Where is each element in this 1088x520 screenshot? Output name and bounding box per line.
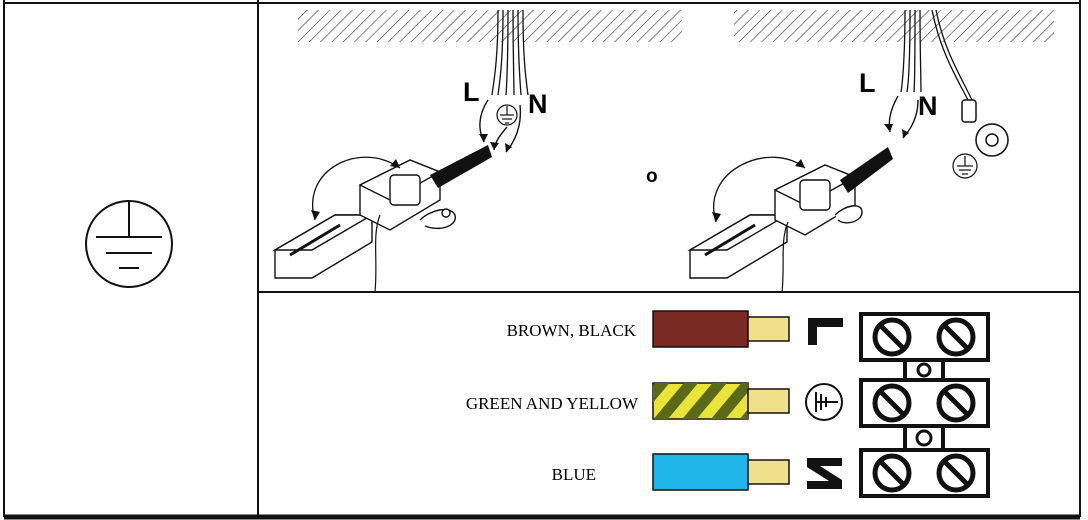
ceiling-hatch [734,10,1054,42]
wire-tip [747,316,790,342]
wire-tip [747,388,790,414]
wire-tip [747,459,790,485]
phase-symbol [808,318,843,345]
wire-label-green-yellow: GREEN AND YELLOW [466,394,639,413]
wire-stripes [653,383,748,419]
wire-color-legend: BROWN, BLACK GREEN AND YELLOW BLUE [466,310,843,491]
table-grid [3,0,1081,520]
wire-brown [652,310,749,348]
or-text: o [646,166,658,187]
protective-earth-icon [85,200,173,288]
earth-icon [952,153,978,179]
neutral-symbol [807,458,842,489]
phase-label: L [463,77,480,107]
neutral-label: N [918,91,938,121]
install-illustration-right: L N [687,9,1054,293]
phase-label: L [859,68,876,98]
neutral-label: N [528,89,548,119]
wire-blue [652,453,749,491]
earth-icon [496,104,518,126]
install-illustration-left: L N [272,9,682,293]
wire-label-blue: BLUE [552,465,596,484]
wire-label-brown: BROWN, BLACK [507,321,637,340]
earth-icon [805,383,843,421]
terminal-block [859,312,990,498]
ceiling-hatch [298,10,682,42]
